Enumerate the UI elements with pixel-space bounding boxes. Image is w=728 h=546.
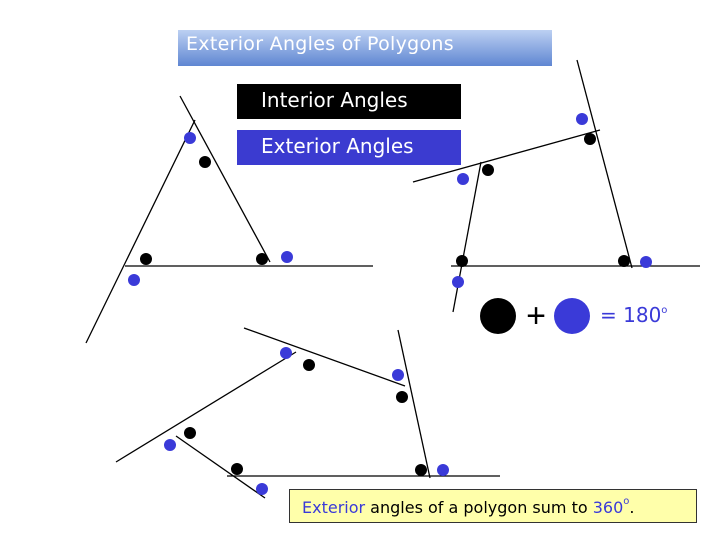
pentagon-figure [115,327,500,499]
quad-side-top [412,129,601,183]
triangle-side-right [179,95,271,263]
summary-statement: Exterior angles of a polygon sum to 360o… [289,489,697,523]
summary-middle: angles of a polygon sum to [365,498,593,517]
legend-exterior-angles: Exterior Angles [237,130,461,165]
pentagon-side-upper-left [115,351,297,463]
exterior-dot [280,347,292,359]
quad-side-left [452,161,482,313]
exterior-dot [457,173,469,185]
exterior-dot [281,251,293,263]
summary-degree: o [623,496,630,507]
interior-dot [256,253,268,265]
interior-dot [482,164,494,176]
exterior-dot [392,369,404,381]
interior-dot [199,156,211,168]
pentagon-side-lower-left [175,435,266,499]
interior-dot [456,255,468,267]
equation-exterior-dot [554,298,590,334]
exterior-dot [184,132,196,144]
interior-dot [231,463,243,475]
quad-side-right [576,59,633,269]
equation-result-text: = 180 [600,303,662,327]
exterior-dot [256,483,268,495]
exterior-dot [437,464,449,476]
summary-highlight: Exterior [302,498,366,517]
interior-dot [140,253,152,265]
summary-value: 360 [592,498,624,517]
equation: + [480,297,590,335]
pentagon-dots [164,347,449,495]
triangle-dots [128,132,293,286]
pentagon-side-top [243,327,406,387]
interior-dot [618,255,630,267]
exterior-dot [128,274,140,286]
degree-symbol: o [661,305,668,316]
summary-end: . [629,498,635,517]
equation-interior-dot [480,298,516,334]
interior-dot [415,464,427,476]
pentagon-side-right [397,329,431,479]
triangle-side-left [85,119,196,344]
interior-dot [303,359,315,371]
exterior-dot [164,439,176,451]
quadrilateral-dots [452,113,652,288]
exterior-dot [576,113,588,125]
triangle-figure [85,95,373,344]
exterior-dot [452,276,464,288]
equation-plus: + [526,297,546,335]
legend-interior-angles: Interior Angles [237,84,461,119]
interior-dot [184,427,196,439]
interior-dot [584,133,596,145]
exterior-dot [640,256,652,268]
interior-dot [396,391,408,403]
equation-result: = 180o [600,303,667,327]
page-title: Exterior Angles of Polygons [178,30,552,66]
